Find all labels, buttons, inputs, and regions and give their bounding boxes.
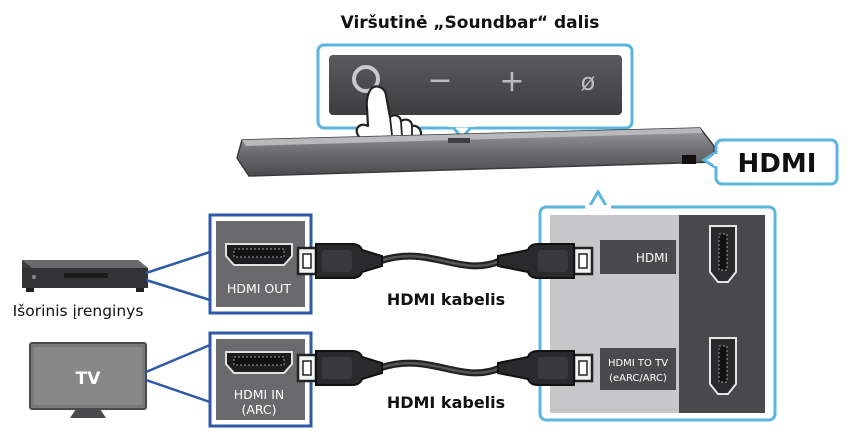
rear-panel-callout: HDMI HDMI TO TV (eARC/ARC) <box>538 189 777 422</box>
tv-label: TV <box>76 369 102 389</box>
external-device-label: Išorinis įrenginys <box>13 302 144 320</box>
hdmi-in-label-1: HDMI IN <box>234 387 285 402</box>
power-button[interactable] <box>352 65 380 93</box>
tv-port-callout: HDMI IN (ARC) <box>208 331 313 428</box>
tv <box>29 342 147 418</box>
rear-hdmi-socket-2 <box>709 337 737 395</box>
hdmi-cable-2 <box>296 350 594 386</box>
top-label: Viršutinė „Soundbar“ dalis <box>341 13 600 33</box>
rear-hdmi-socket-1 <box>709 225 737 283</box>
hdmi-callout: HDMI <box>701 138 839 186</box>
volume-up-button[interactable]: + <box>499 64 524 99</box>
soundbar <box>236 127 715 177</box>
hdmi-cable-1 <box>296 243 594 279</box>
cable-1-label: HDMI kabelis <box>387 290 505 309</box>
source-button[interactable]: ø <box>581 68 596 96</box>
hdmi-in-label-2: (ARC) <box>241 402 276 417</box>
rear-port-hdmi-to-tv-label-2: (eARC/ARC) <box>609 373 667 384</box>
rear-port-hdmi-label: HDMI <box>636 251 668 265</box>
tv-connector <box>145 343 212 404</box>
external-device-connector <box>145 250 212 302</box>
top-panel-callout: − + ø <box>316 43 634 172</box>
external-device-port-callout: HDMI OUT <box>208 213 313 315</box>
hdmi-out-label: HDMI OUT <box>227 281 291 296</box>
external-device <box>22 260 148 292</box>
power-icon <box>352 65 380 93</box>
cable-2-label: HDMI kabelis <box>387 393 505 412</box>
volume-down-button[interactable]: − <box>427 63 452 98</box>
soundbar-hdmi-port <box>682 155 696 164</box>
hdmi-callout-label: HDMI <box>738 149 817 179</box>
rear-port-hdmi-to-tv-label-1: HDMI TO TV <box>608 358 668 369</box>
